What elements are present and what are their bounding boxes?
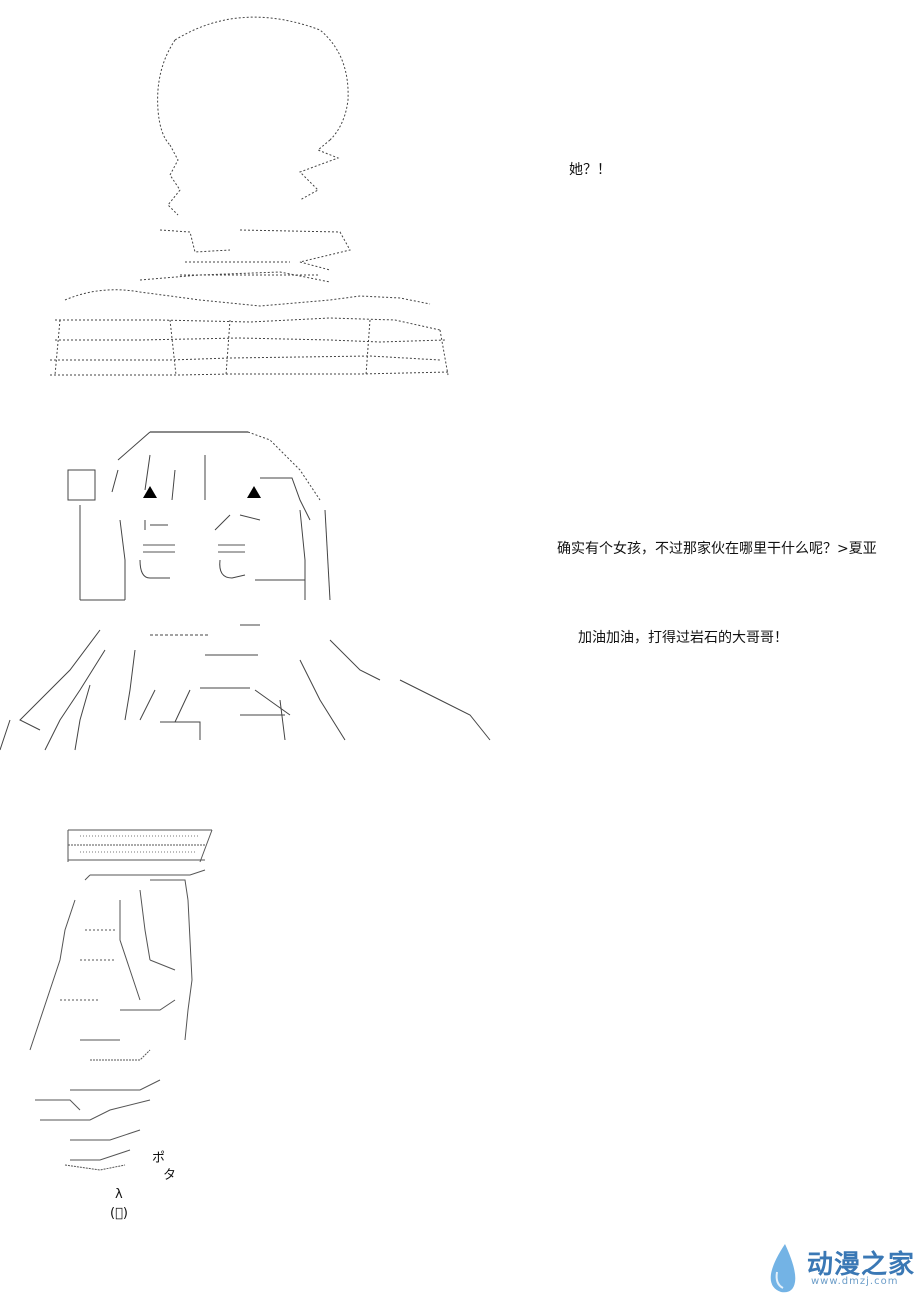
right-eye-triangle [247, 486, 261, 498]
watermark-brand: 动漫之家 [807, 1250, 916, 1280]
panel-2-figure [0, 431, 491, 751]
dialogue-line-3: 加油加油，打得过岩石的大哥哥！ [578, 630, 788, 646]
drop-logo-icon [770, 1244, 796, 1293]
left-eye-triangle [143, 486, 157, 498]
panel-3-figure [29, 829, 213, 1171]
panel-1-figure [50, 16, 451, 376]
dialogue-line-2: 确实有个女孩，不过那家伙在哪里干什么呢？>夏亚 [557, 541, 877, 557]
site-watermark: 动漫之家 www.dmzj.com [763, 1242, 916, 1298]
mark-paren: (ﾞ) [110, 1206, 128, 1221]
watermark-url: www.dmzj.com [811, 1276, 899, 1287]
mark-ru: λ [115, 1187, 123, 1202]
sfx-ta: タ [163, 1168, 177, 1183]
sfx-po: ポ [152, 1151, 166, 1166]
dialogue-line-1: 她？！ [569, 162, 611, 178]
